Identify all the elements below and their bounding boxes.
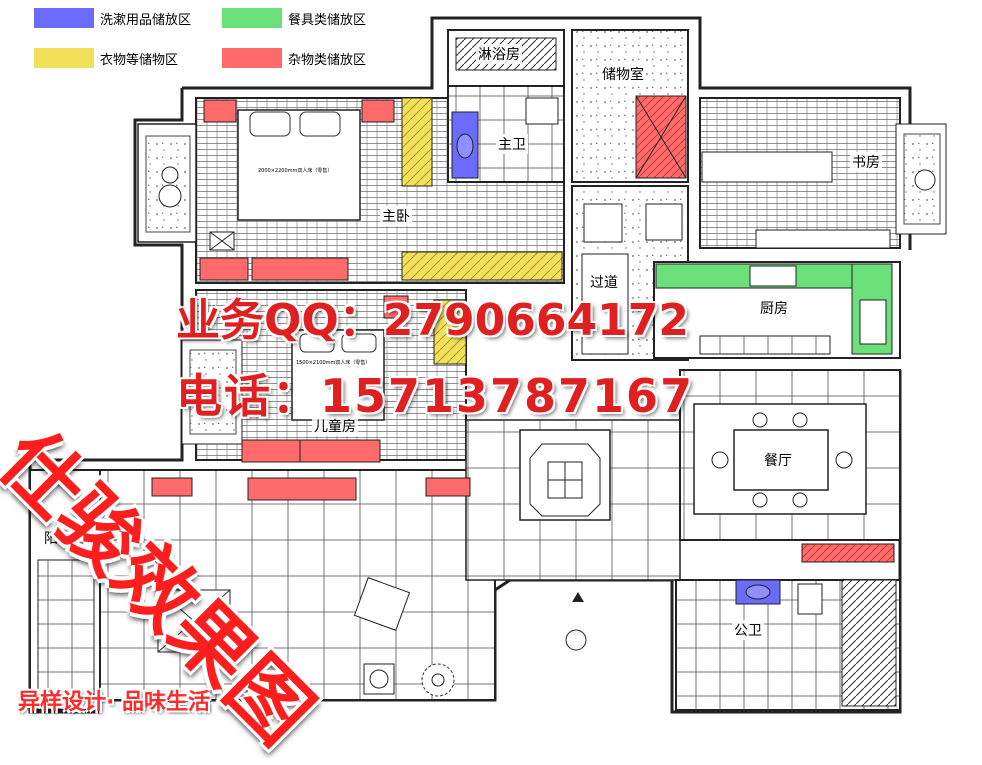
legend-item-misc: 杂物类储放区 xyxy=(222,48,366,68)
room-label-balcony: 阳台 xyxy=(42,528,74,548)
legend-swatch-red xyxy=(222,48,282,68)
legend-swatch-yellow xyxy=(34,48,94,68)
room-label-public-bath: 公卫 xyxy=(732,620,764,640)
floor-plan: 2000×2200mm双人床（零售） 1500×2100mm双人床（零售） xyxy=(28,16,947,714)
legend-item-toiletries: 洗漱用品储放区 xyxy=(34,8,191,28)
svg-text:1500×2100mm双人床（零售）: 1500×2100mm双人床（零售） xyxy=(296,359,370,366)
watermark-qq: 业务QQ：2790664172 xyxy=(176,295,689,346)
room-label-corridor: 过道 xyxy=(588,272,620,292)
room-label-storage: 储物室 xyxy=(600,64,646,84)
legend-label: 杂物类储放区 xyxy=(288,52,367,68)
room-label-dining: 餐厅 xyxy=(762,450,794,470)
walls xyxy=(28,16,912,714)
legend-item-tableware: 餐具类储放区 xyxy=(222,8,366,28)
room-label-shower: 淋浴房 xyxy=(476,44,522,64)
legend-label: 衣物等储物区 xyxy=(100,52,179,68)
room-label-master-bedroom: 主卧 xyxy=(380,206,412,226)
legend-label: 洗漱用品储放区 xyxy=(100,12,192,28)
room-label-kitchen: 厨房 xyxy=(758,298,790,318)
watermark-phone: 电话：15713787167 xyxy=(176,369,695,423)
brand-slogan: 异样设计· 品味生活 xyxy=(18,690,211,715)
legend-label: 餐具类储放区 xyxy=(288,12,367,28)
legend-item-clothing: 衣物等储物区 xyxy=(34,48,178,68)
svg-text:2000×2200mm双人床（零售）: 2000×2200mm双人床（零售） xyxy=(258,167,332,174)
room-label-kids-room: 儿童房 xyxy=(312,416,358,436)
room-label-master-bath: 主卫 xyxy=(496,134,528,154)
legend-swatch-blue xyxy=(34,8,94,28)
room-label-study: 书房 xyxy=(850,152,882,172)
legend-swatch-green xyxy=(222,8,282,28)
